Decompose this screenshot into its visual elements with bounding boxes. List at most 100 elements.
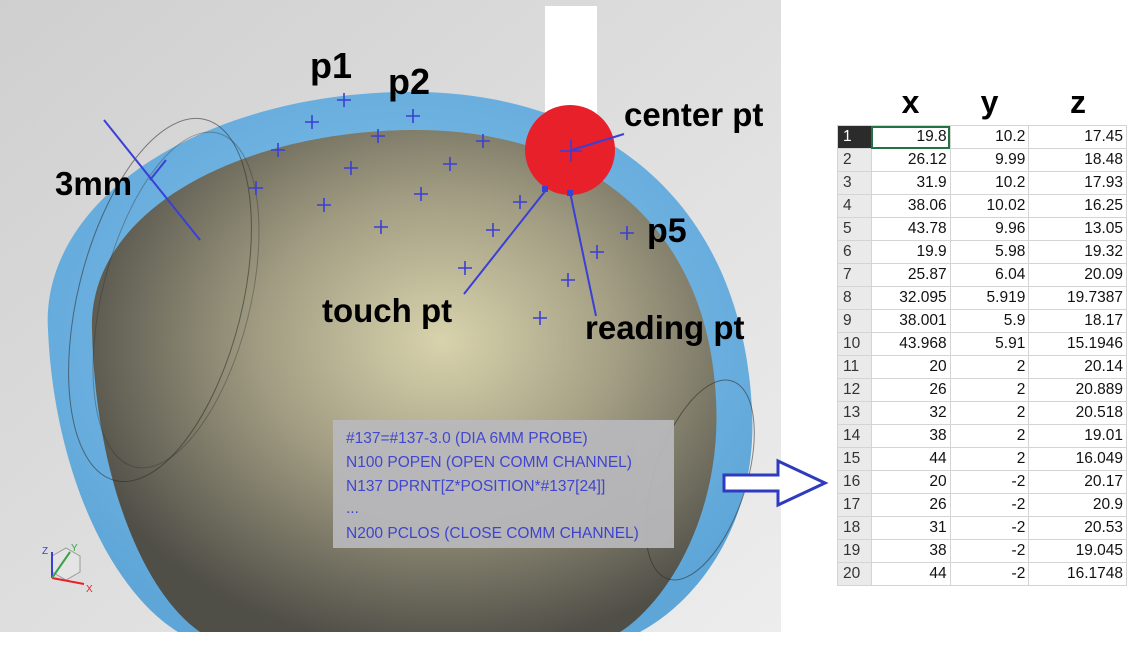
point-marker — [371, 129, 385, 143]
cell-z[interactable]: 19.01 — [1028, 424, 1127, 448]
cell-z[interactable]: 17.45 — [1028, 125, 1127, 149]
probe-stylus — [545, 6, 597, 116]
reading-leader — [569, 191, 597, 317]
cell-z[interactable]: 20.9 — [1028, 493, 1127, 517]
point-marker — [533, 311, 547, 325]
cell-y[interactable]: 10.2 — [949, 125, 1030, 149]
cell-y[interactable]: 2 — [949, 424, 1030, 448]
row-number: 17 — [837, 493, 872, 517]
x-axis-label: X — [86, 584, 93, 595]
cell-z[interactable]: 20.17 — [1028, 470, 1127, 494]
cell-z[interactable]: 18.17 — [1028, 309, 1127, 333]
cell-y[interactable]: 9.96 — [949, 217, 1030, 241]
gcode-line: N100 POPEN (OPEN COMM CHANNEL) — [346, 454, 632, 471]
cell-x[interactable]: 44 — [870, 447, 951, 471]
cell-y[interactable]: 2 — [949, 401, 1030, 425]
cell-y[interactable]: 6.04 — [949, 263, 1030, 287]
row-number: 11 — [837, 355, 872, 379]
cell-y[interactable]: 2 — [949, 378, 1030, 402]
cell-x[interactable]: 26 — [870, 493, 951, 517]
gcode-panel: #137=#137-3.0 (DIA 6MM PROBE) N100 POPEN… — [333, 420, 674, 548]
cell-x[interactable]: 43.968 — [870, 332, 951, 356]
cell-y[interactable]: -2 — [949, 516, 1030, 540]
cell-z[interactable]: 18.48 — [1028, 148, 1127, 172]
cell-y[interactable]: 2 — [949, 355, 1030, 379]
cell-z[interactable]: 13.05 — [1028, 217, 1127, 241]
cad-viewport[interactable]: Z Y X p1 p2 p5 center pt touch pt readin… — [0, 0, 781, 632]
cell-x[interactable]: 32 — [870, 401, 951, 425]
cell-y[interactable]: 5.98 — [949, 240, 1030, 264]
cell-x[interactable]: 31.9 — [870, 171, 951, 195]
cell-z[interactable]: 19.32 — [1028, 240, 1127, 264]
center-point-marker — [560, 140, 582, 162]
cell-x[interactable]: 25.87 — [870, 263, 951, 287]
label-center-pt: center pt — [624, 96, 764, 133]
cell-z[interactable]: 20.53 — [1028, 516, 1127, 540]
point-marker — [344, 161, 358, 175]
point-marker — [406, 109, 420, 123]
point-marker — [476, 134, 490, 148]
cell-y[interactable]: 9.99 — [949, 148, 1030, 172]
cell-y[interactable]: 2 — [949, 447, 1030, 471]
cell-x[interactable]: 20 — [870, 355, 951, 379]
row-number: 14 — [837, 424, 872, 448]
column-header-x: x — [901, 84, 920, 120]
point-marker — [590, 245, 604, 259]
cell-z[interactable]: 15.1946 — [1028, 332, 1127, 356]
cell-y[interactable]: 5.919 — [949, 286, 1030, 310]
probe-ball — [525, 105, 615, 195]
cell-x[interactable]: 38 — [870, 424, 951, 448]
cell-x[interactable]: 38.001 — [870, 309, 951, 333]
touch-leader — [463, 189, 547, 295]
cell-y[interactable]: -2 — [949, 470, 1030, 494]
cell-x[interactable]: 38 — [870, 539, 951, 563]
cell-y[interactable]: 10.02 — [949, 194, 1030, 218]
cell-z[interactable]: 19.045 — [1028, 539, 1127, 563]
probe-points — [249, 93, 634, 325]
row-number: 2 — [837, 148, 872, 172]
cell-y[interactable]: 5.91 — [949, 332, 1030, 356]
cell-x[interactable]: 38.06 — [870, 194, 951, 218]
cell-x[interactable]: 32.095 — [870, 286, 951, 310]
cell-z[interactable]: 16.25 — [1028, 194, 1127, 218]
axis-triad: Z Y X — [42, 543, 93, 595]
cell-x[interactable]: 44 — [870, 562, 951, 586]
row-number: 13 — [837, 401, 872, 425]
row-number: 6 — [837, 240, 872, 264]
row-number: 16 — [837, 470, 872, 494]
z-axis-label: Z — [42, 546, 48, 557]
cell-z[interactable]: 20.09 — [1028, 263, 1127, 287]
cell-x[interactable]: 19.9 — [870, 240, 951, 264]
cell-y[interactable]: -2 — [949, 493, 1030, 517]
row-number: 10 — [837, 332, 872, 356]
row-number: 3 — [837, 171, 872, 195]
cell-z[interactable]: 17.93 — [1028, 171, 1127, 195]
cell-y[interactable]: 10.2 — [949, 171, 1030, 195]
cell-z[interactable]: 20.14 — [1028, 355, 1127, 379]
cell-z[interactable]: 19.7387 — [1028, 286, 1127, 310]
cell-x[interactable]: 31 — [870, 516, 951, 540]
cell-z[interactable]: 20.518 — [1028, 401, 1127, 425]
cell-x[interactable]: 19.8 — [870, 125, 951, 149]
cell-x[interactable]: 26.12 — [870, 148, 951, 172]
cell-x[interactable]: 20 — [870, 470, 951, 494]
point-marker — [271, 143, 285, 157]
point-marker — [561, 273, 575, 287]
cell-x[interactable]: 26 — [870, 378, 951, 402]
point-marker — [337, 93, 351, 107]
cell-y[interactable]: -2 — [949, 562, 1030, 586]
cell-x[interactable]: 43.78 — [870, 217, 951, 241]
cell-y[interactable]: 5.9 — [949, 309, 1030, 333]
cell-z[interactable]: 16.049 — [1028, 447, 1127, 471]
point-marker — [620, 226, 634, 240]
cell-z[interactable]: 20.889 — [1028, 378, 1127, 402]
cell-z[interactable]: 16.1748 — [1028, 562, 1127, 586]
cell-y[interactable]: -2 — [949, 539, 1030, 563]
